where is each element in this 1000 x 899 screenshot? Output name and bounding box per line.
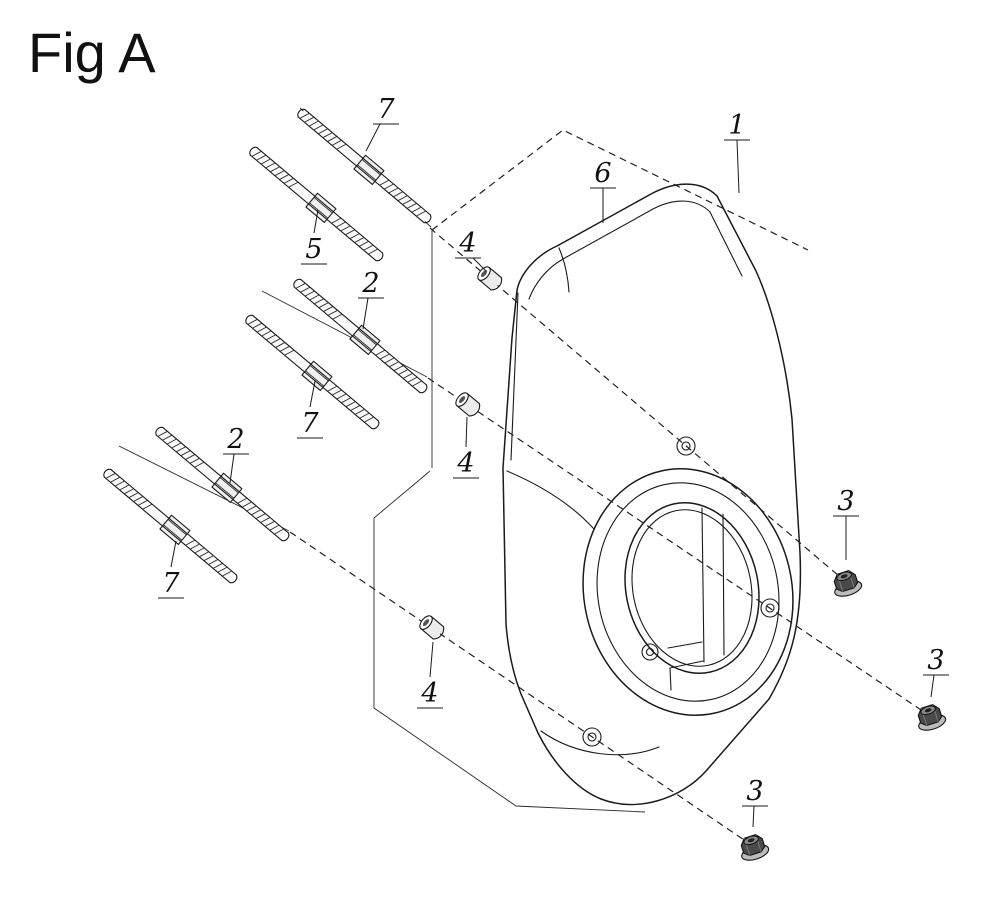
callout-label: 2 bbox=[226, 424, 244, 455]
callout-6: 6 bbox=[590, 158, 616, 223]
callout-label: 2 bbox=[361, 268, 379, 299]
collar-middle bbox=[452, 390, 483, 419]
callout-2-lower: 2 bbox=[223, 424, 249, 484]
figure-title: Fig A bbox=[28, 21, 156, 84]
callout-label: 5 bbox=[305, 234, 322, 265]
callout-label: 6 bbox=[594, 158, 611, 189]
fan-cover bbox=[502, 183, 802, 806]
callout-5: 5 bbox=[301, 209, 327, 265]
callout-label: 3 bbox=[837, 486, 854, 517]
mounting-boss-holes bbox=[582, 436, 780, 747]
collar-upper bbox=[474, 264, 505, 293]
callout-label: 7 bbox=[301, 408, 319, 439]
callout-label: 4 bbox=[458, 228, 476, 259]
callout-4-lower: 4 bbox=[417, 641, 443, 709]
callout-label: 3 bbox=[927, 645, 944, 676]
callout-7-top: 7 bbox=[365, 94, 399, 152]
flange-nut-lower bbox=[736, 831, 772, 864]
callout-3-lower: 3 bbox=[742, 776, 768, 828]
callout-1: 1 bbox=[724, 110, 750, 194]
callout-label: 1 bbox=[728, 110, 745, 141]
callout-2-upper: 2 bbox=[358, 268, 384, 330]
callout-label: 4 bbox=[456, 448, 474, 479]
flange-nut-middle bbox=[913, 701, 949, 734]
callout-label: 3 bbox=[746, 776, 763, 807]
callout-4-middle: 4 bbox=[453, 416, 479, 479]
callout-4-upper: 4 bbox=[455, 228, 487, 272]
fan-opening-detail bbox=[641, 507, 725, 691]
callout-label: 4 bbox=[420, 678, 438, 709]
collar-lower bbox=[416, 613, 447, 642]
callout-7-bottom: 7 bbox=[158, 540, 184, 599]
assembly-axis-lines bbox=[289, 129, 931, 847]
callout-label: 7 bbox=[377, 94, 395, 125]
callout-3-upper: 3 bbox=[833, 486, 859, 560]
callout-label: 7 bbox=[162, 568, 180, 599]
callout-7-middle: 7 bbox=[297, 380, 323, 439]
callout-3-middle: 3 bbox=[923, 645, 949, 698]
